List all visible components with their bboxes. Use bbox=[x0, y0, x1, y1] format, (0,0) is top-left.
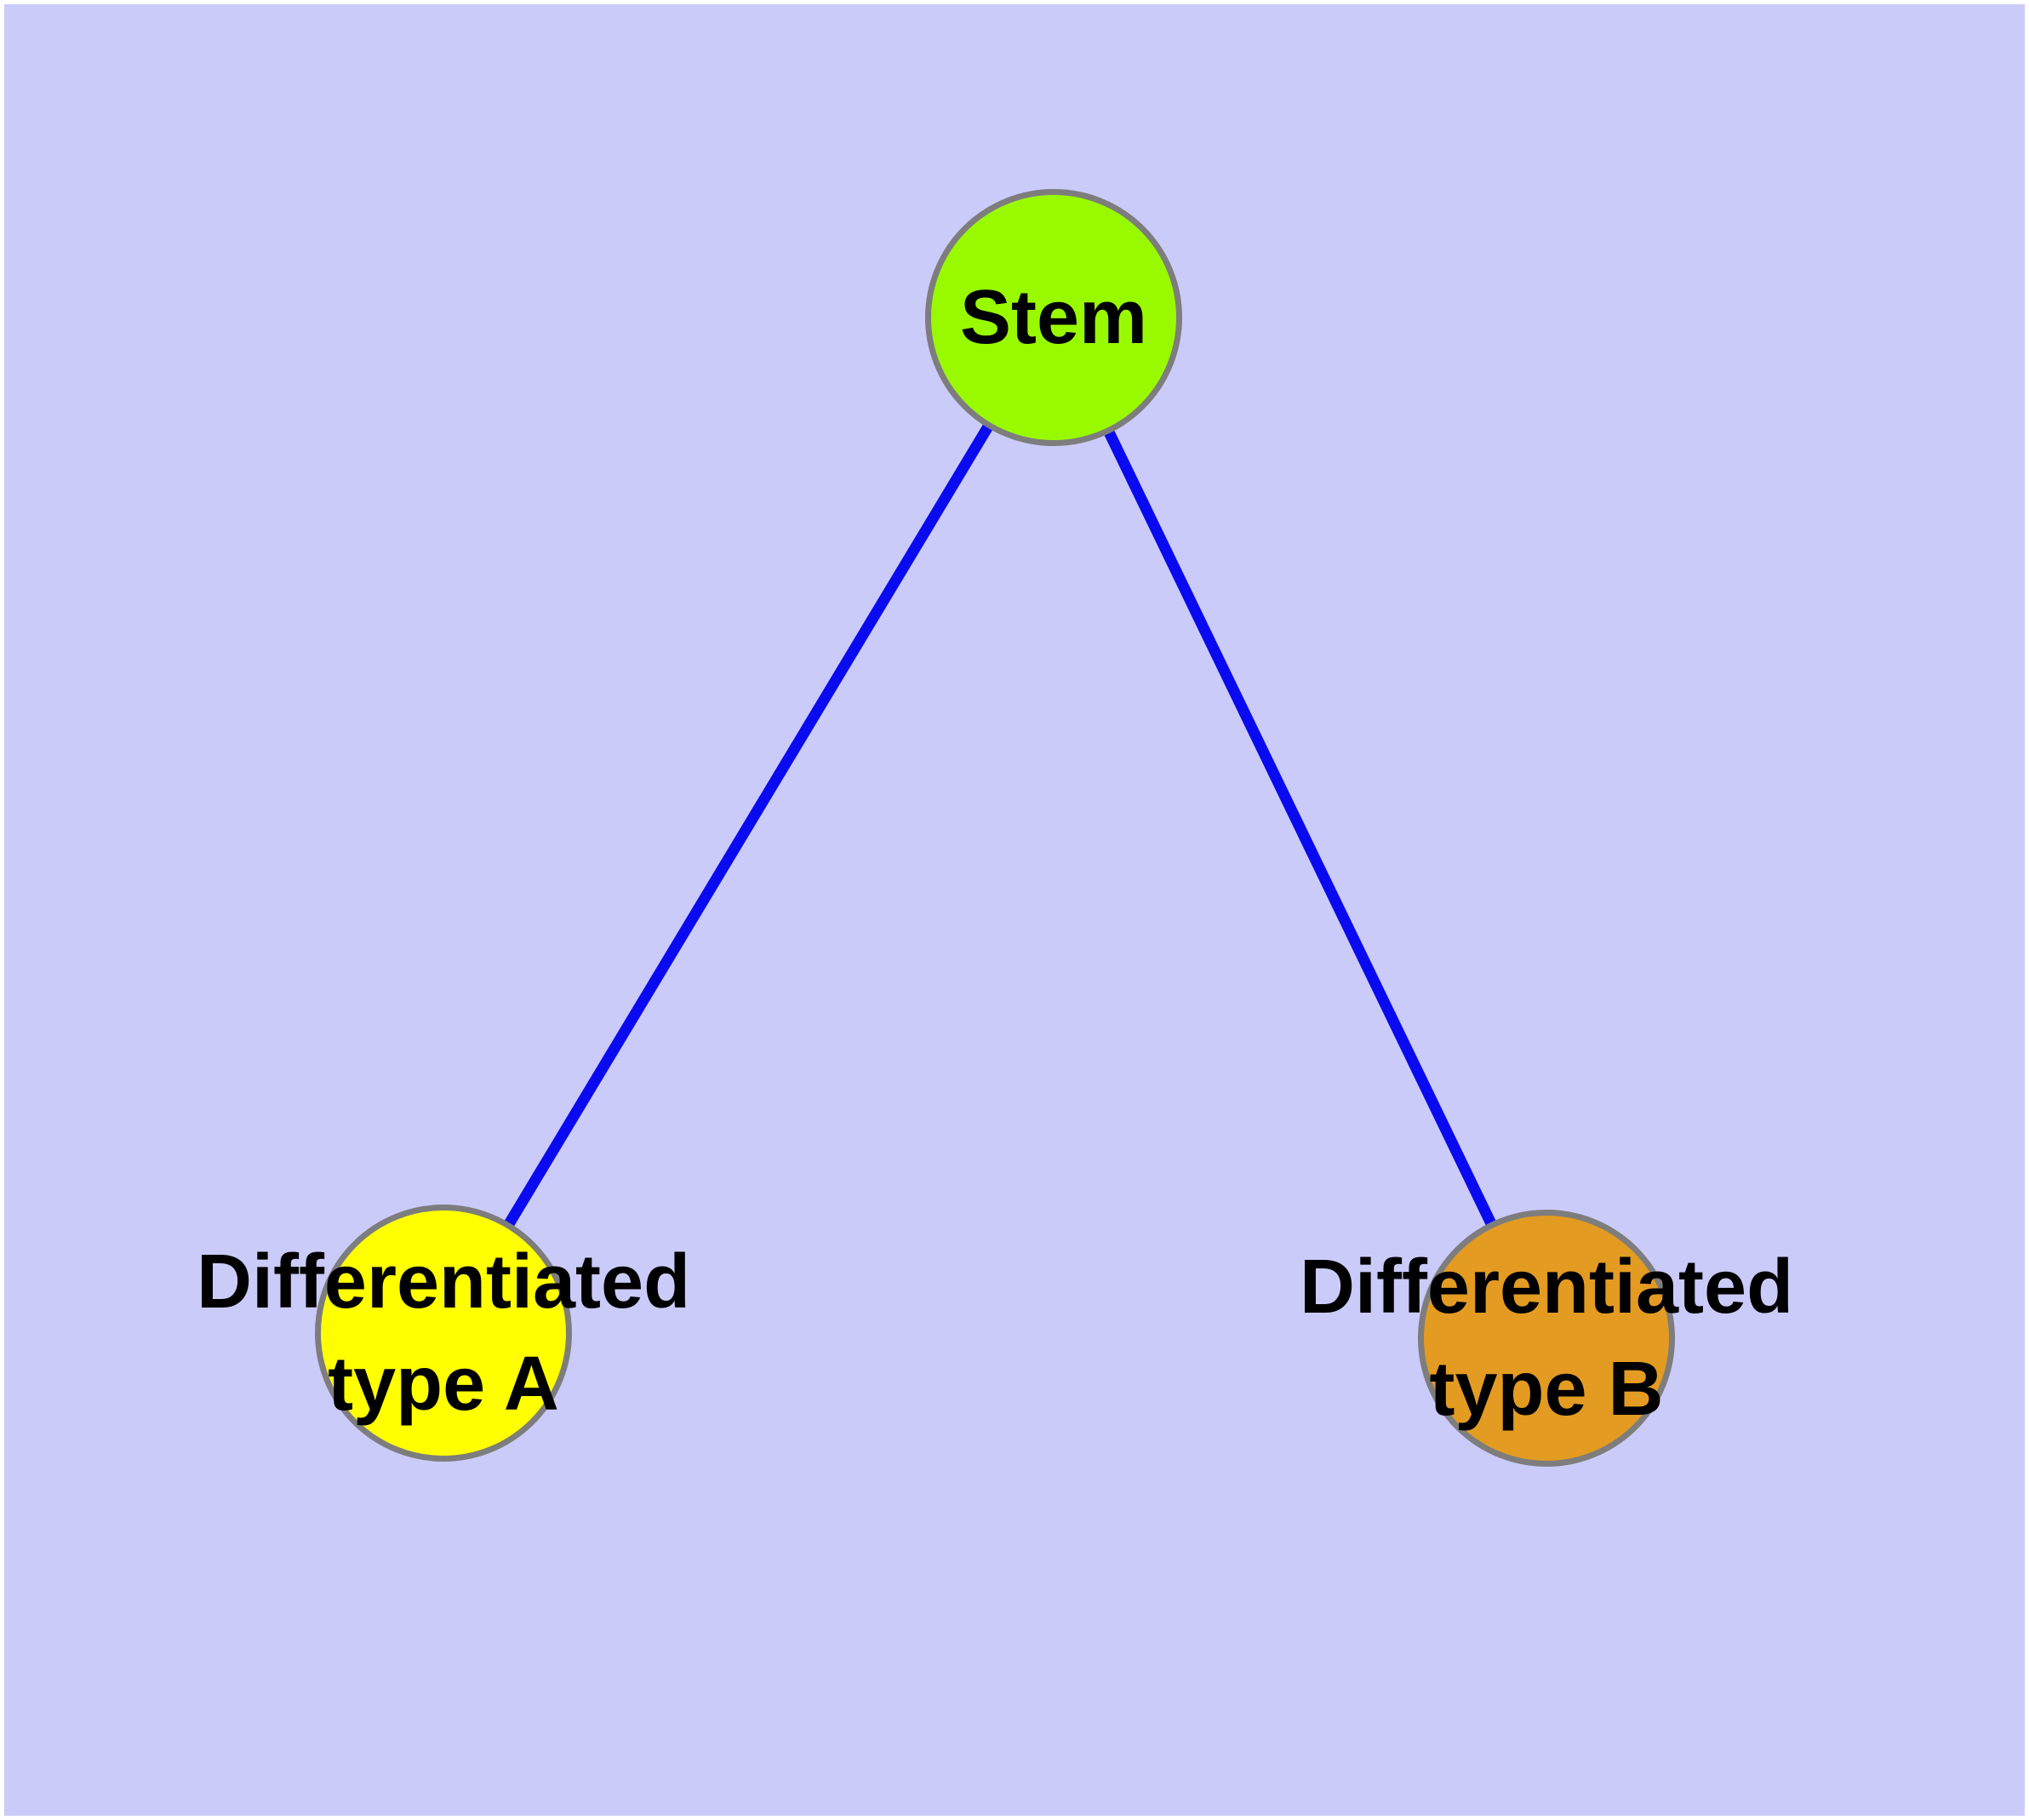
node-differentiated-type-a[interactable]: Differentiated type A bbox=[197, 1205, 690, 1462]
graph-canvas: Stem Differentiated type A Differentiate… bbox=[4, 4, 2025, 1816]
node-differentiated-type-b[interactable]: Differentiated type B bbox=[1300, 1210, 1793, 1467]
node-stem[interactable]: Stem bbox=[925, 189, 1182, 446]
edge-stem-to-type-a bbox=[438, 314, 1059, 1336]
node-stem-label: Stem bbox=[959, 275, 1148, 360]
edge-stem-to-type-b bbox=[1049, 315, 1552, 1341]
